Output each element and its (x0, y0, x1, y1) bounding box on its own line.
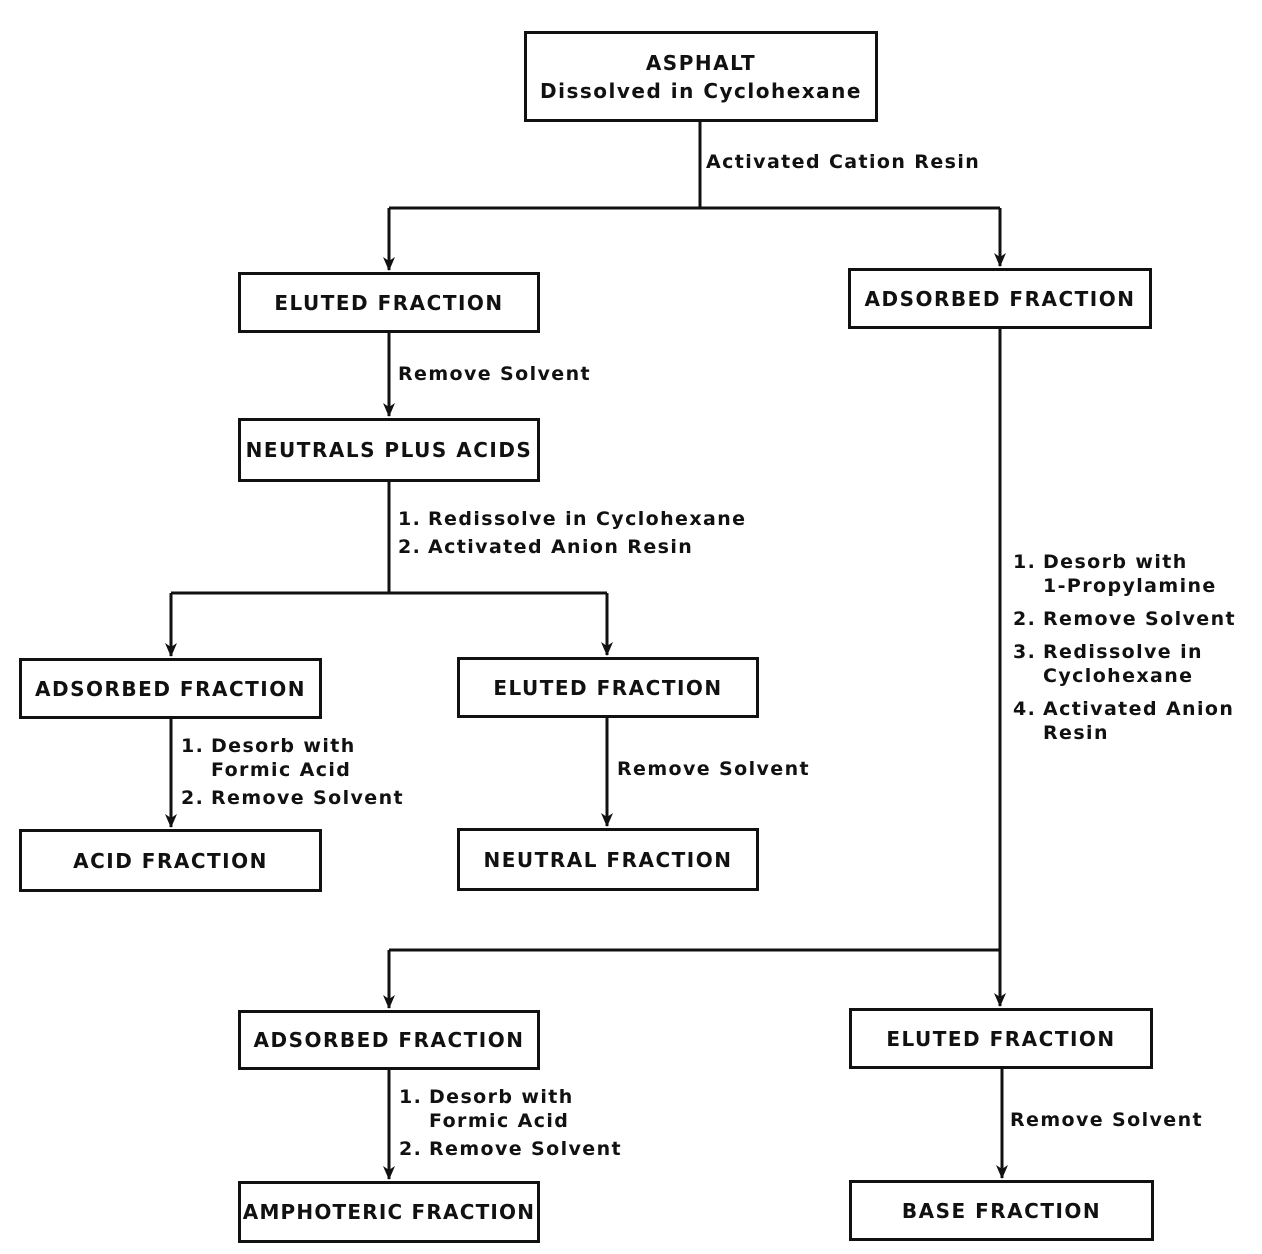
step-number: 2. (181, 787, 205, 809)
node-eluted-fraction-1: ELUTED FRACTION (238, 272, 540, 333)
node-eluted-fraction-3: ELUTED FRACTION (849, 1008, 1153, 1069)
step-number: 1. (181, 735, 205, 757)
node-asphalt: ASPHALT Dissolved in Cyclohexane (524, 31, 878, 122)
step-item: 1. Redissolve in Cyclohexane (398, 507, 746, 531)
step-item: 2. Remove Solvent (181, 786, 404, 810)
step-text: Desorb with Formic Acid (429, 1086, 574, 1132)
node-adsorbed-fraction-3: ADSORBED FRACTION (238, 1010, 540, 1070)
node-adsorbed-fraction-1: ADSORBED FRACTION (848, 268, 1152, 329)
step-item: 2. Remove Solvent (399, 1137, 622, 1161)
step-text: Activated Anion Resin (1043, 698, 1235, 744)
step-activated-cation-resin: Activated Cation Resin (706, 151, 981, 173)
step-text: Remove Solvent (429, 1138, 622, 1160)
step-text: Desorb with 1-Propylamine (1043, 551, 1217, 597)
node-adsorbed-fraction-2: ADSORBED FRACTION (19, 658, 322, 719)
step-number: 1. (398, 508, 422, 530)
step-remove-solvent-2: Remove Solvent (617, 758, 810, 780)
step-text: Remove Solvent (1043, 608, 1236, 630)
step-text: Redissolve in Cyclohexane (1043, 641, 1203, 687)
step-text: Redissolve in Cyclohexane (428, 508, 747, 530)
step-desorb-acid-list: 1. Desorb with Formic Acid 2. Remove Sol… (181, 734, 404, 810)
node-neutrals-plus-acids: NEUTRALS PLUS ACIDS (238, 418, 540, 482)
step-item: 1. Desorb with Formic Acid (399, 1085, 622, 1133)
step-number: 1. (1013, 551, 1037, 573)
step-item: 1. Desorb with 1-Propylamine (1013, 550, 1236, 598)
step-item: 4. Activated Anion Resin (1013, 697, 1236, 745)
step-item: 1. Desorb with Formic Acid (181, 734, 404, 782)
node-asphalt-title: ASPHALT (645, 50, 757, 75)
step-number: 4. (1013, 698, 1037, 720)
node-asphalt-subtitle: Dissolved in Cyclohexane (540, 78, 862, 103)
step-number: 2. (399, 1138, 423, 1160)
node-base-fraction: BASE FRACTION (849, 1180, 1154, 1241)
node-acid-fraction: ACID FRACTION (19, 829, 322, 892)
step-item: 2. Activated Anion Resin (398, 535, 746, 559)
step-desorb-amphoteric-list: 1. Desorb with Formic Acid 2. Remove Sol… (399, 1085, 622, 1161)
step-number: 2. (398, 536, 422, 558)
step-text: Activated Anion Resin (428, 536, 694, 558)
step-item: 3. Redissolve in Cyclohexane (1013, 640, 1236, 688)
step-number: 2. (1013, 608, 1037, 630)
step-remove-solvent-3: Remove Solvent (1010, 1109, 1203, 1131)
step-text: Remove Solvent (211, 787, 404, 809)
step-item: 2. Remove Solvent (1013, 607, 1236, 631)
node-neutral-fraction: NEUTRAL FRACTION (457, 828, 759, 891)
step-remove-solvent-1: Remove Solvent (398, 363, 591, 385)
node-eluted-fraction-2: ELUTED FRACTION (457, 657, 759, 718)
step-text: Desorb with Formic Acid (211, 735, 356, 781)
step-base-list: 1. Desorb with 1-Propylamine 2. Remove S… (1013, 550, 1236, 745)
step-number: 3. (1013, 641, 1037, 663)
step-anion-resin-list: 1. Redissolve in Cyclohexane 2. Activate… (398, 507, 746, 559)
step-number: 1. (399, 1086, 423, 1108)
node-amphoteric-fraction: AMPHOTERIC FRACTION (238, 1181, 540, 1243)
